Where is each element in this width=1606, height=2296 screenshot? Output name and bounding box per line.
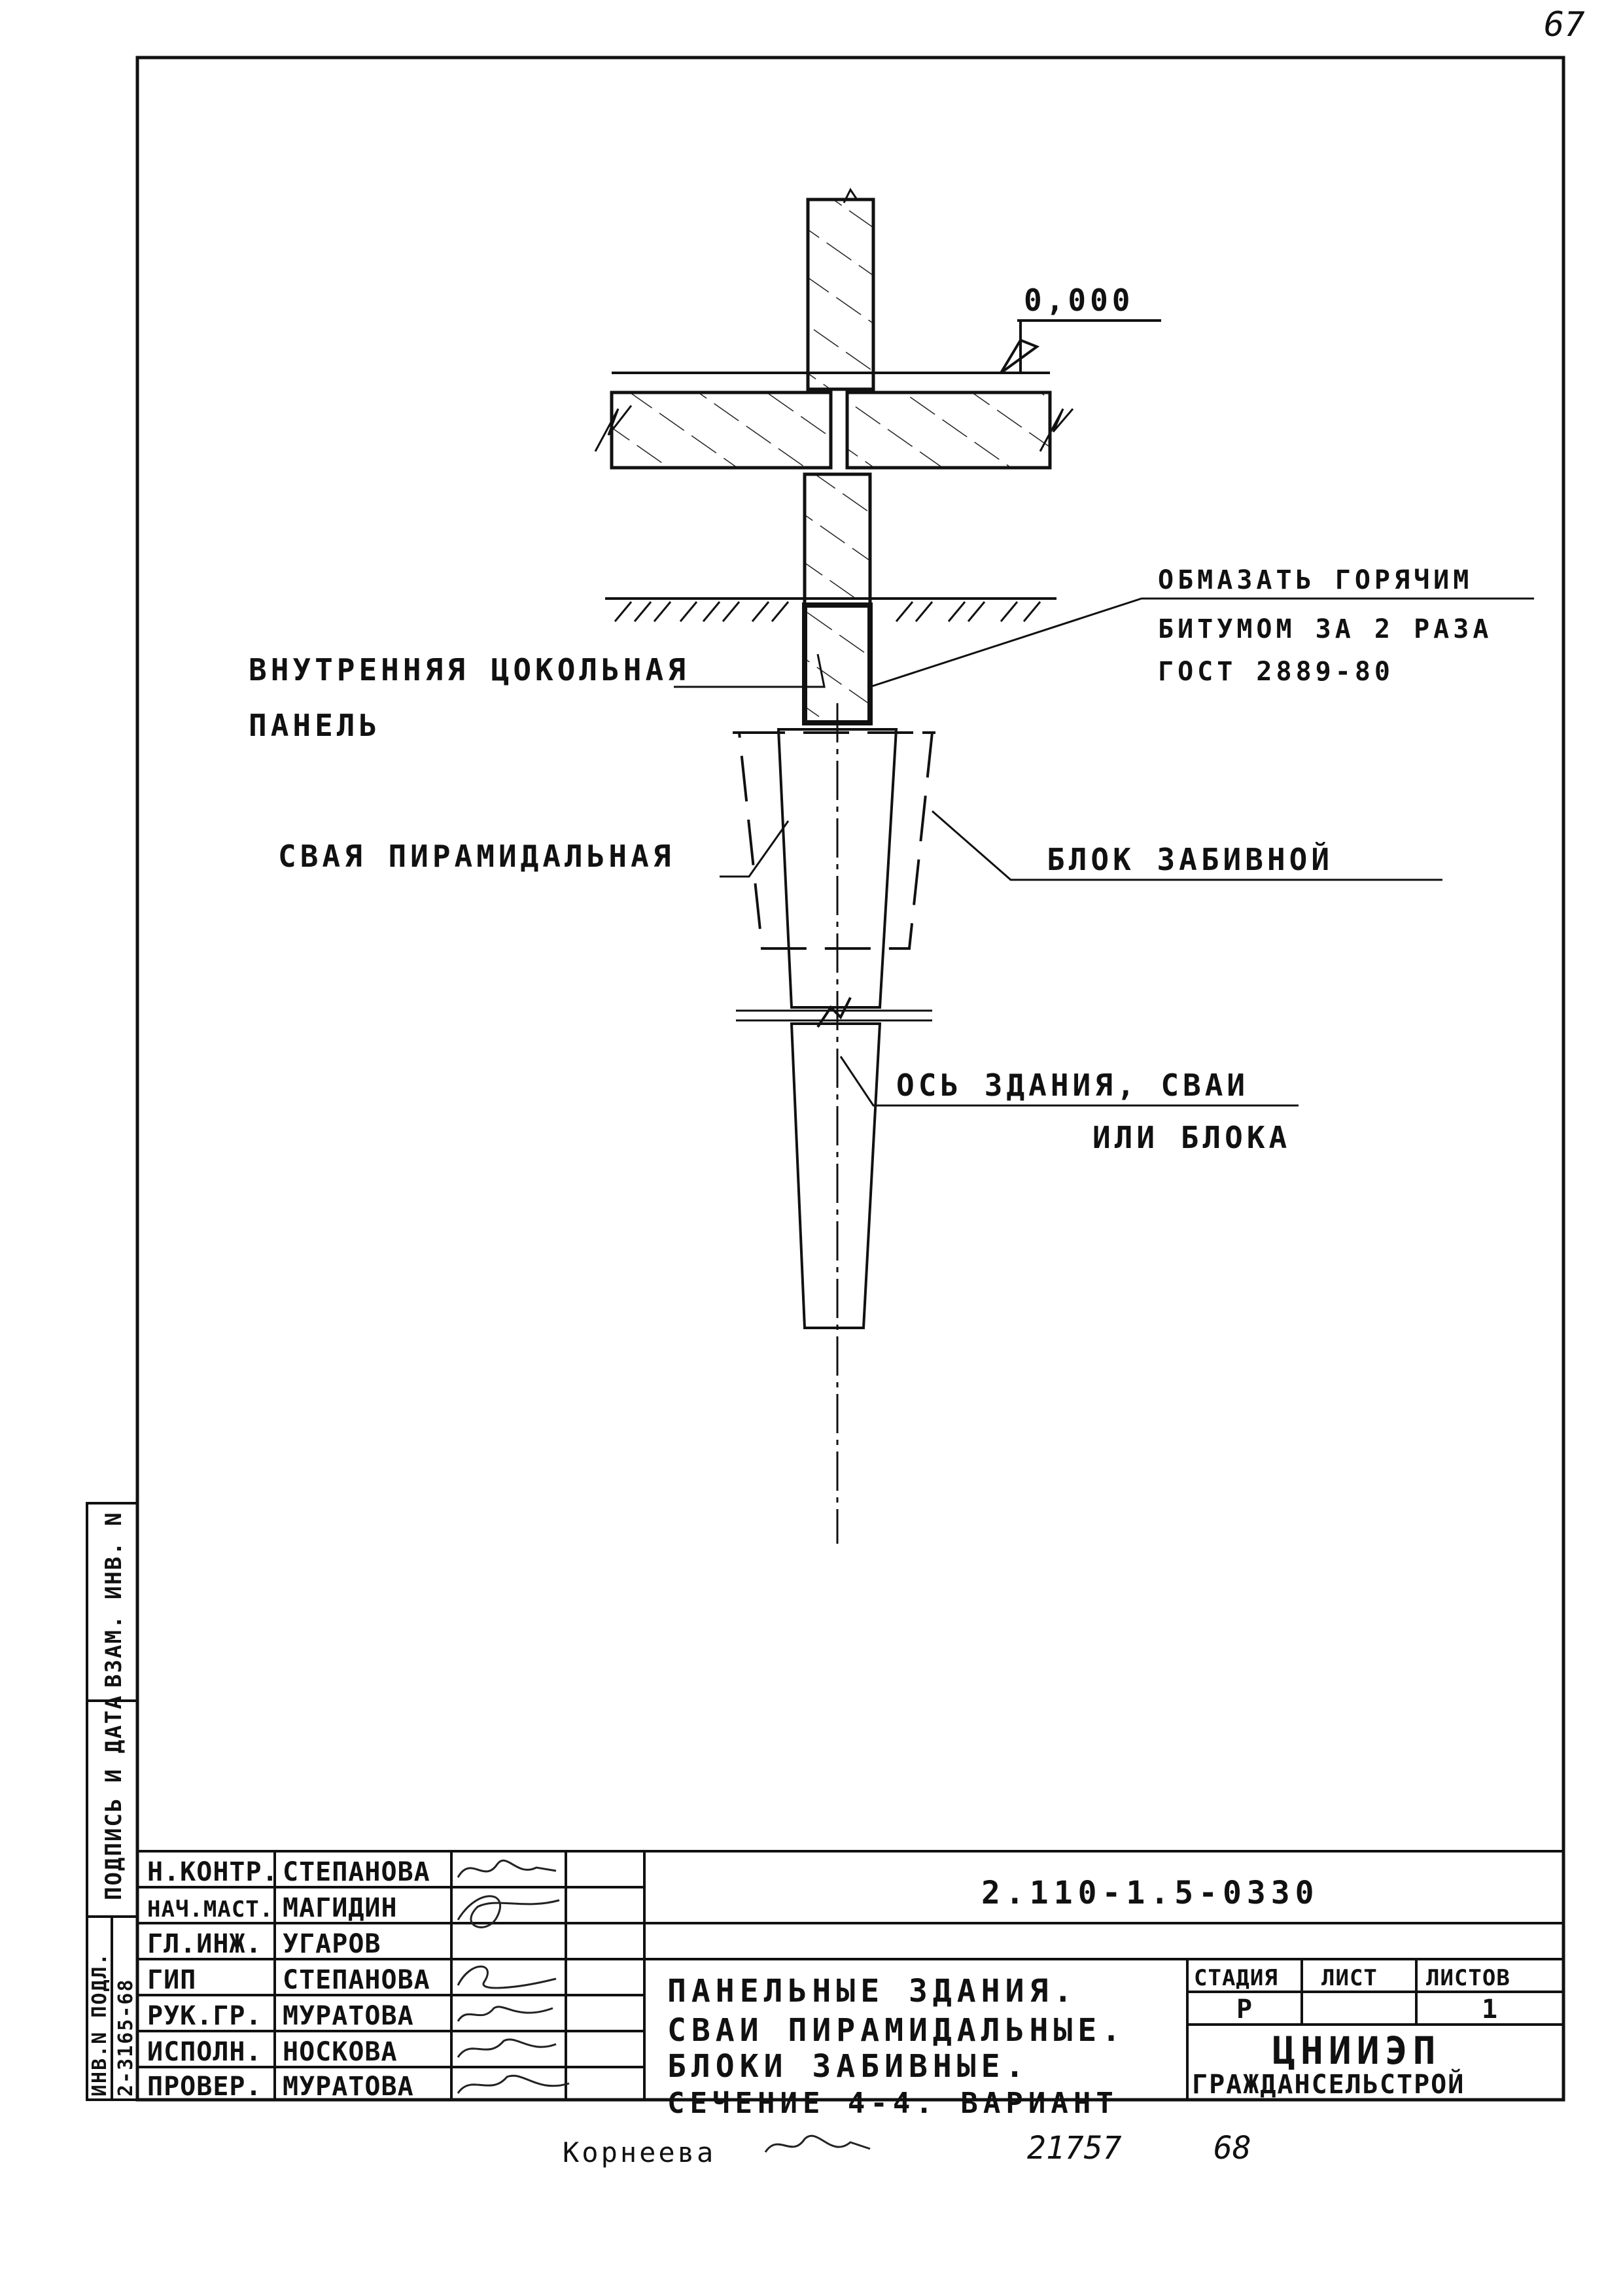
side-podpis-data: ПОДПИСЬ И ДАТА bbox=[101, 1694, 127, 1900]
leader-coating bbox=[869, 597, 1534, 688]
stage-value: Р bbox=[1236, 1994, 1253, 2025]
side-inv-podl: ИНВ.N ПОДЛ. bbox=[88, 1952, 111, 2096]
page-number: 67 bbox=[1544, 5, 1585, 44]
role-ruk-gr: РУК.ГР. bbox=[147, 2001, 262, 2031]
name-n-kontr: СТЕПАНОВА bbox=[283, 1857, 430, 1887]
signatures bbox=[457, 1859, 570, 2094]
side-stamp bbox=[86, 1502, 139, 2101]
footer-suffix: 68 bbox=[1213, 2130, 1251, 2166]
sheets-header: ЛИСТОВ bbox=[1426, 1965, 1510, 1991]
footer-signature bbox=[764, 2134, 871, 2153]
role-gl-inzh: ГЛ.ИНЖ. bbox=[147, 1929, 262, 1959]
sheets-value: 1 bbox=[1482, 1994, 1498, 2025]
pyramidal-pile bbox=[777, 728, 898, 1009]
title-line-4: СЕЧЕНИЕ 4-4. ВАРИАНТ bbox=[667, 2087, 1119, 2120]
leader-axis bbox=[839, 1056, 1299, 1107]
role-ispoln: ИСПОЛН. bbox=[147, 2037, 262, 2067]
floor-slab-left bbox=[610, 391, 833, 470]
panel-note-line1: ВНУТРЕННЯЯ ЦОКОЛЬНАЯ bbox=[249, 652, 690, 687]
name-ruk-gr: МУРАТОВА bbox=[283, 2001, 414, 2031]
coating-note-line2: БИТУМОМ ЗА 2 РАЗА bbox=[1158, 614, 1492, 644]
name-prover: МУРАТОВА bbox=[283, 2072, 414, 2102]
side-inv-value: 2-3165-68 bbox=[114, 1978, 137, 2096]
leader-block bbox=[932, 810, 1442, 881]
role-nach-mast: НАЧ.МАСТ. bbox=[147, 1896, 273, 1922]
leader-panel bbox=[674, 653, 826, 688]
name-gip: СТЕПАНОВА bbox=[283, 1965, 430, 1995]
name-ispoln: НОСКОВА bbox=[283, 2037, 398, 2067]
name-nach-mast: МАГИДИН bbox=[283, 1893, 398, 1923]
role-gip: ГИП bbox=[147, 1965, 196, 1995]
stage-header: СТАДИЯ bbox=[1194, 1965, 1278, 1991]
leader-pile bbox=[720, 820, 790, 878]
pile-note: СВАЯ ПИРАМИДАЛЬНАЯ bbox=[278, 839, 675, 874]
title-line-3: БЛОКИ ЗАБИВНЫЕ. bbox=[667, 2048, 1029, 2085]
side-vzam-inv: ВЗАМ. ИНВ. N bbox=[101, 1511, 127, 1688]
coating-note-line3: ГОСТ 2889-80 bbox=[1158, 657, 1394, 687]
role-prover: ПРОВЕР. bbox=[147, 2072, 262, 2102]
title-line-2: СВАИ ПИРАМИДАЛЬНЫЕ. bbox=[667, 2012, 1126, 2049]
org-line-2: ГРАЖДАНСЕЛЬСТРОЙ bbox=[1192, 2068, 1465, 2100]
coating-note-line1: ОБМАЗАТЬ ГОРЯЧИМ bbox=[1158, 565, 1473, 595]
footer-number: 21757 bbox=[1027, 2130, 1122, 2166]
floor-slab-right bbox=[845, 391, 1052, 470]
title-line-1: ПАНЕЛЬНЫЕ ЗДАНИЯ. bbox=[667, 1973, 1077, 2009]
role-n-kontr: Н.КОНТР. bbox=[147, 1857, 279, 1887]
doc-code: 2.110-1.5-0330 bbox=[981, 1875, 1319, 1911]
name-gl-inzh: УГАРОВ bbox=[283, 1929, 381, 1959]
section-drawing bbox=[594, 188, 1534, 1544]
title-block-grid bbox=[136, 1850, 1565, 2101]
panel-note-line2: ПАНЕЛЬ bbox=[249, 708, 381, 743]
org-line-1: ЦНИИЭП bbox=[1272, 2028, 1441, 2073]
block-note: БЛОК ЗАБИВНОЙ bbox=[1047, 842, 1333, 877]
axis-note-line1: ОСЬ ЗДАНИЯ, СВАИ bbox=[896, 1068, 1249, 1103]
upper-wall bbox=[806, 198, 875, 391]
driven-block bbox=[737, 731, 934, 950]
sheet-header: ЛИСТ bbox=[1321, 1965, 1378, 1991]
footer-copied-by: Корнеева bbox=[563, 2136, 716, 2168]
level-mark-label: 0,000 bbox=[1024, 283, 1134, 318]
axis-note-line2: ИЛИ БЛОКА bbox=[1092, 1120, 1291, 1155]
level-mark-symbol bbox=[1000, 338, 1040, 374]
